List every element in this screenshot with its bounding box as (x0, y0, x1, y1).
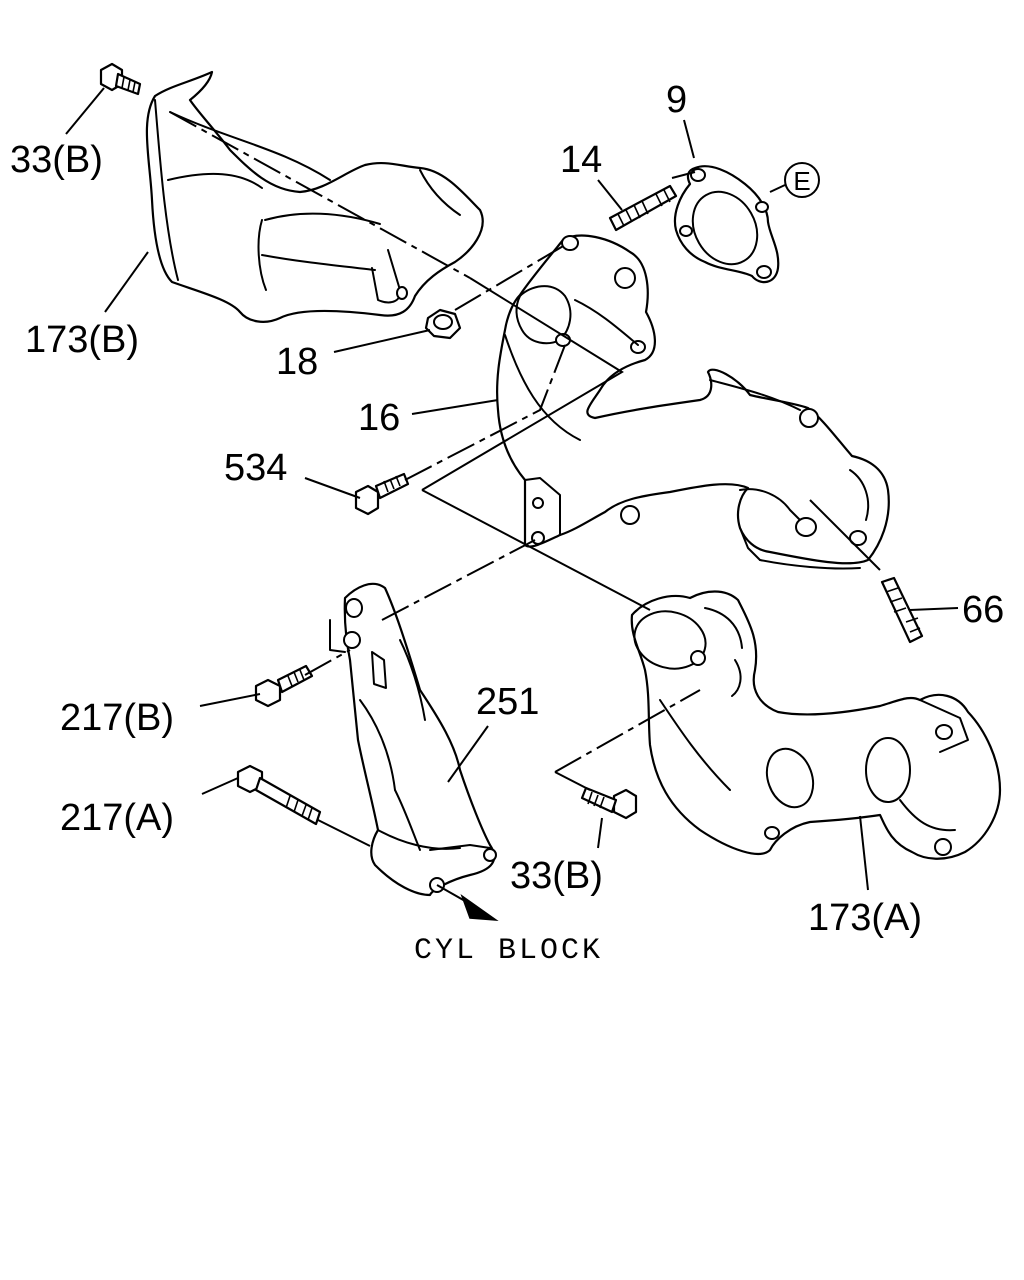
stud-66 (880, 576, 924, 644)
bracket-251 (329, 582, 497, 897)
cyl-block-arrow (436, 884, 499, 921)
heat-shield-173a (630, 590, 1002, 860)
bolt-217a (236, 764, 322, 826)
label-14: 14 (560, 139, 602, 181)
label-33b-top: 33(B) (10, 139, 103, 181)
stud-14 (608, 184, 678, 232)
label-217a: 217(A) (60, 797, 174, 839)
reference-circle-e: E (784, 162, 820, 198)
label-33b-bottom: 33(B) (510, 855, 603, 897)
label-cyl-block: CYL BLOCK (414, 934, 603, 968)
callout-leaders (65, 87, 959, 891)
assembly-lines (169, 111, 881, 847)
exhaust-manifold-16 (495, 234, 890, 570)
label-9: 9 (666, 79, 687, 121)
bolt-534 (354, 472, 410, 516)
nut-18 (424, 308, 462, 340)
label-e: E (793, 166, 810, 196)
bolt-33b-bottom (580, 786, 638, 820)
heat-shield-173b (145, 70, 484, 323)
bolt-217b (254, 664, 314, 708)
label-173a: 173(A) (808, 897, 922, 939)
label-16: 16 (358, 397, 400, 439)
gasket-9 (673, 165, 780, 284)
label-18: 18 (276, 341, 318, 383)
bolt-33b-top (99, 62, 142, 96)
label-534: 534 (224, 447, 287, 489)
label-251: 251 (476, 681, 539, 723)
label-173b: 173(B) (25, 319, 139, 361)
label-217b: 217(B) (60, 697, 174, 739)
label-66: 66 (962, 589, 1004, 631)
